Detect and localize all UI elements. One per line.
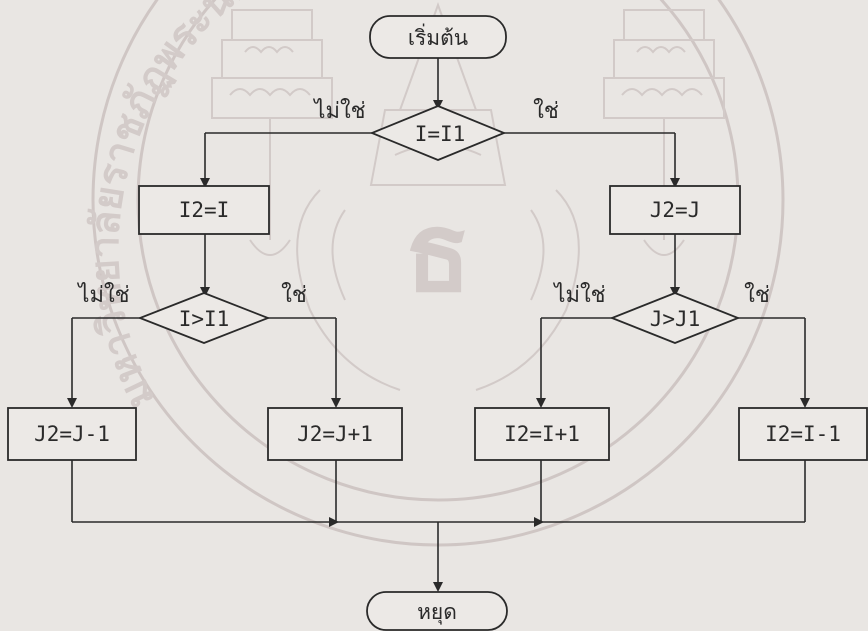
process-j2-minus: J2=J-1 [7,407,137,461]
decision-main: I=I1 [369,105,507,161]
process-i2-minus: I2=I-1 [738,407,868,461]
decision-right: J>J1 [609,292,741,344]
flowchart-connectors [67,58,810,592]
process-j2-eq-j-label: J2=J [650,198,701,222]
start-terminal: เริ่มต้น [369,15,507,59]
process-j2-eq-j: J2=J [609,185,741,235]
process-i2-plus-label: I2=I+1 [504,422,580,446]
branch-main-no: ไม่ใช่ [312,98,365,124]
process-i2-minus-label: I2=I-1 [765,422,841,446]
process-j2-minus-label: J2=J-1 [34,422,110,446]
watermark-right-pagoda [603,9,725,256]
process-i2-eq-i-label: I2=I [179,198,230,222]
branch-left-yes: ใช่ [281,282,307,308]
branch-right-no: ไม่ใช่ [552,282,605,308]
branch-right-yes: ใช่ [744,282,770,308]
process-j2-plus-label: J2=J+1 [297,422,373,446]
stop-terminal: หยุด [366,591,508,631]
start-label: เริ่มต้น [408,23,468,50]
watermark-right-naga [475,189,580,391]
watermark-left-naga [296,189,401,391]
watermark-seal: ธ มหาวิทยาลัยราชภัฏพระนครศรีอยุธยา [81,0,785,547]
process-i2-plus: I2=I+1 [474,407,610,461]
decision-main-label: I=I1 [415,122,466,146]
decision-left-label: I>I1 [179,307,230,331]
branch-left-no: ไม่ใช่ [76,282,129,308]
process-j2-plus: J2=J+1 [267,407,403,461]
decision-right-label: J>J1 [650,307,701,331]
branch-main-yes: ใช่ [533,98,559,124]
stop-label: หยุด [417,600,457,625]
watermark-left-pagoda [211,9,333,256]
decision-left: I>I1 [137,292,271,344]
process-i2-eq-i: I2=I [138,185,270,235]
watermark-center-glyph: ธ [404,187,471,316]
